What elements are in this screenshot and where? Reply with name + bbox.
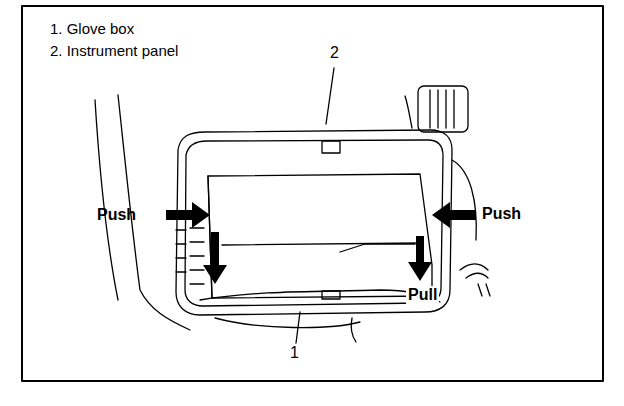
- glove-box-interior: [208, 174, 432, 298]
- push-arrow: [432, 202, 476, 228]
- vent-slats: [430, 90, 454, 128]
- callout-number: 2: [330, 44, 339, 62]
- action-label: Pull: [406, 286, 439, 304]
- pull-arrow: [203, 232, 227, 284]
- push-arrow: [166, 202, 210, 228]
- panel-opening-inner: [185, 140, 443, 306]
- legend-item: 2. Instrument panel: [50, 42, 178, 59]
- figure-frame: [22, 6, 603, 381]
- vent: [418, 86, 468, 132]
- callout-number: 1: [290, 344, 299, 362]
- door-lower-edge: [351, 318, 356, 342]
- glove-box-step: [340, 244, 415, 252]
- stopper-ribs: [176, 230, 186, 272]
- pillar-line: [95, 100, 118, 300]
- panel-opening: [176, 130, 452, 315]
- action-label: Push: [97, 206, 136, 224]
- leader-line: [296, 312, 300, 343]
- console-curve: [460, 264, 488, 278]
- latch: [322, 141, 340, 153]
- door-edge: [200, 290, 440, 302]
- pull-arrow: [408, 236, 432, 281]
- screw-mark: [478, 284, 490, 296]
- door-lower-edge: [215, 318, 360, 328]
- stopper-ribs: [190, 228, 204, 284]
- action-label: Push: [482, 205, 521, 223]
- door-handle: [322, 291, 340, 299]
- console-line: [452, 160, 476, 240]
- legend-item: 1. Glove box: [50, 20, 134, 37]
- leader-line: [326, 68, 334, 124]
- panel-line: [405, 96, 412, 128]
